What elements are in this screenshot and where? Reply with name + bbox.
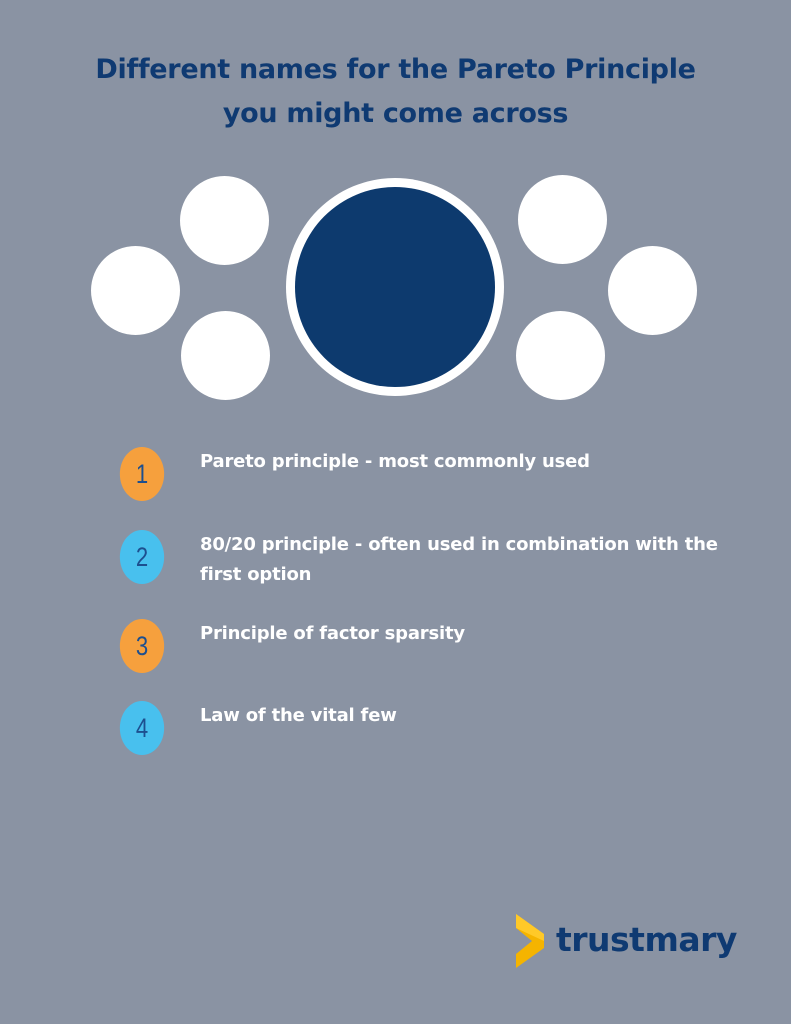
- outer-circle-bottom-left: [181, 311, 270, 400]
- number-badge-2: 2: [119, 530, 165, 584]
- logo-wordmark: trustmary: [556, 920, 737, 959]
- list-item-text: Law of the vital few: [200, 705, 397, 726]
- number-badge-3: 3: [119, 619, 165, 673]
- page-title: Different names for the Pareto Principle…: [0, 48, 791, 136]
- outer-circle-right: [608, 246, 697, 335]
- center-circle-ring: [286, 178, 504, 396]
- trustmary-logo: trustmary: [513, 914, 753, 970]
- title-line-1: Different names for the Pareto Principle: [95, 54, 696, 85]
- title-line-2: you might come across: [222, 98, 569, 129]
- outer-circle-bottom-right: [516, 311, 605, 400]
- outer-circle-top-left: [180, 176, 269, 265]
- number-badge-4: 4: [119, 701, 165, 755]
- outer-circle-top-right: [518, 175, 607, 264]
- trustmary-chevron-logo-icon: [516, 914, 544, 968]
- number-badge-1: 1: [119, 447, 165, 501]
- center-circle: [295, 187, 495, 387]
- list-item-text: 80/20 principle - often used in combinat…: [200, 534, 718, 585]
- outer-circle-left: [91, 246, 180, 335]
- list-item-text: Pareto principle - most commonly used: [200, 451, 590, 472]
- list-item-text: Principle of factor sparsity: [200, 623, 465, 644]
